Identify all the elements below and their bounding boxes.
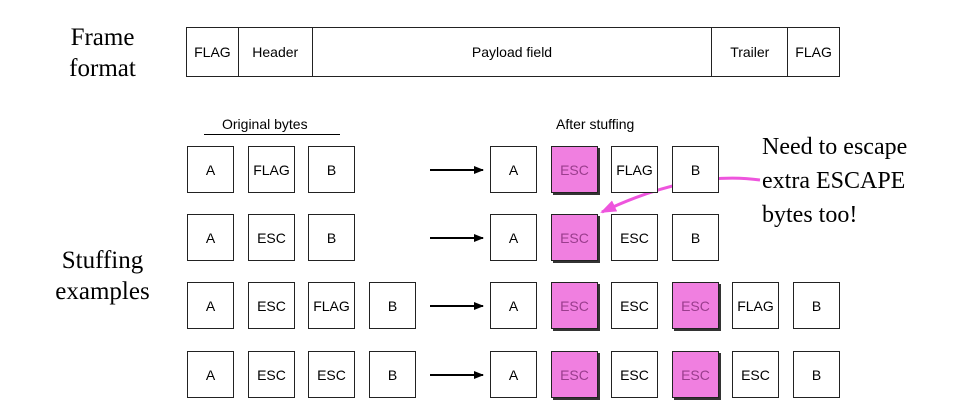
stuffed-esc-byte: ESC xyxy=(551,146,598,193)
stuffed-byte: A xyxy=(490,282,537,329)
stuffed-esc-byte: ESC xyxy=(551,351,598,398)
escape-note-line2: extra ESCAPE xyxy=(762,168,906,194)
stuffing-examples-label: Stuffing examples xyxy=(45,245,160,307)
original-byte: A xyxy=(187,146,234,193)
frame-field-payload: Payload field xyxy=(313,28,713,76)
stuffed-byte: A xyxy=(490,351,537,398)
frame-field-trailer: Trailer xyxy=(712,28,789,76)
escape-note-line3: bytes too! xyxy=(762,202,858,228)
stuffed-byte: B xyxy=(672,146,719,193)
original-byte: FLAG xyxy=(248,146,295,193)
escape-note: Need to escape extra ESCAPE bytes too! xyxy=(762,130,907,232)
stuffed-byte: ESC xyxy=(611,214,658,261)
original-byte: B xyxy=(369,351,416,398)
stuffing-examples-label-line2: examples xyxy=(55,278,150,305)
original-byte: ESC xyxy=(308,351,355,398)
stuffed-byte: FLAG xyxy=(611,146,658,193)
original-byte: B xyxy=(369,282,416,329)
escape-note-line1: Need to escape xyxy=(762,134,908,160)
original-bytes-underline xyxy=(204,134,340,135)
frame-format-label: Frame format xyxy=(55,22,150,84)
original-byte: ESC xyxy=(248,351,295,398)
stuffed-esc-byte: ESC xyxy=(551,214,598,261)
original-byte: B xyxy=(308,146,355,193)
stuffed-byte: B xyxy=(793,282,840,329)
stuffed-esc-byte: ESC xyxy=(551,282,598,329)
stuffed-byte: B xyxy=(672,214,719,261)
stuffed-byte: ESC xyxy=(611,351,658,398)
original-byte: A xyxy=(187,282,234,329)
stuffed-esc-byte: ESC xyxy=(672,351,719,398)
frame-field-flag-end: FLAG xyxy=(795,44,832,60)
original-byte: ESC xyxy=(248,282,295,329)
original-byte: ESC xyxy=(248,214,295,261)
frame-format-diagram: FLAG Header Payload field Trailer FLAG xyxy=(186,27,840,77)
stuffed-byte: ESC xyxy=(611,282,658,329)
after-stuffing-header: After stuffing xyxy=(556,116,635,132)
stuffed-byte: A xyxy=(490,214,537,261)
frame-field-header: Header xyxy=(239,28,313,76)
frame-format-label-line2: format xyxy=(69,55,136,82)
original-bytes-header: Original bytes xyxy=(222,116,308,132)
stuffed-byte: A xyxy=(490,146,537,193)
frame-field-flag-start: FLAG xyxy=(187,28,239,76)
original-byte: A xyxy=(187,351,234,398)
original-byte: FLAG xyxy=(308,282,355,329)
stuffed-byte: ESC xyxy=(732,351,779,398)
original-byte: B xyxy=(308,214,355,261)
stuffing-examples-label-line1: Stuffing xyxy=(61,247,144,274)
stuffed-byte: B xyxy=(793,351,840,398)
stuffed-esc-byte: ESC xyxy=(672,282,719,329)
frame-format-label-line1: Frame xyxy=(70,24,135,51)
original-byte: A xyxy=(187,214,234,261)
stuffed-byte: FLAG xyxy=(732,282,779,329)
